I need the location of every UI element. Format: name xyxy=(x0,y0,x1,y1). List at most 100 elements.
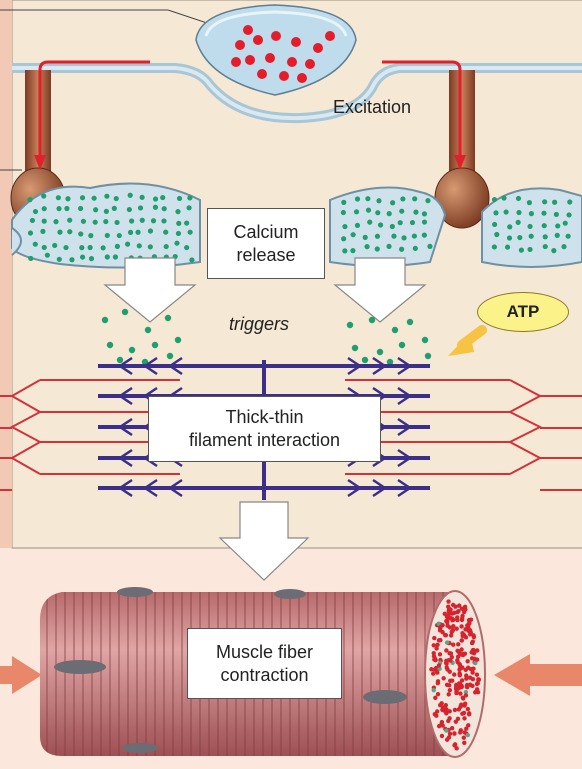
sr-calcium-dot xyxy=(91,195,97,201)
myofibril-dot xyxy=(447,625,453,630)
sr-calcium-dot xyxy=(567,199,573,205)
sr-calcium-dot xyxy=(421,219,428,225)
myofibril-dot xyxy=(437,652,443,657)
sr-calcium-dot xyxy=(139,194,145,200)
sr-calcium-dot xyxy=(527,223,533,230)
myofibril-dot xyxy=(471,634,477,640)
sr-calcium-dot xyxy=(552,199,558,205)
sr-calcium-dot xyxy=(340,209,346,216)
myofibril-dot xyxy=(461,735,467,740)
sr-calcium-dot xyxy=(32,208,39,215)
sr-calcium-dot xyxy=(176,220,182,226)
sr-calcium-dot xyxy=(400,196,406,202)
released-calcium-dot xyxy=(346,321,354,329)
myofibril-dot xyxy=(451,642,456,647)
sr-calcium-dot xyxy=(528,211,535,217)
sr-calcium-dot xyxy=(517,234,523,241)
myofibril-dot xyxy=(450,627,456,633)
released-calcium-dot xyxy=(106,341,114,349)
sr-calcium-dot xyxy=(555,223,561,229)
sr-calcium-dot xyxy=(516,209,522,216)
myosin-head xyxy=(372,356,386,376)
myofibril-dot xyxy=(464,726,469,731)
sarcolemma-inner xyxy=(12,66,582,121)
myofibril-dot xyxy=(444,618,449,624)
filament-line2: filament interaction xyxy=(188,430,341,450)
sr-calcium-dot xyxy=(139,217,145,223)
myosin-head xyxy=(397,386,411,406)
sr-calcium-dot xyxy=(53,219,59,225)
myofibril-dot xyxy=(441,676,446,681)
sr-calcium-dot xyxy=(176,195,183,202)
myofibril-dot xyxy=(444,728,449,733)
sr-calcium-dot xyxy=(160,194,166,201)
sr-calcium-dot xyxy=(92,219,98,225)
excitation-label: Excitation xyxy=(333,97,412,117)
myofibril-dot xyxy=(462,740,467,746)
released-calcium-dot xyxy=(174,336,182,344)
synaptic-terminal xyxy=(195,4,357,96)
acetylcholine-dots xyxy=(231,25,335,83)
myofibril-dot xyxy=(455,654,461,659)
sr-calcium-dot xyxy=(127,229,134,235)
myofibril-dot xyxy=(447,709,452,714)
myofibril-dot xyxy=(431,671,436,676)
myofibril-dot xyxy=(463,627,468,632)
sr-calcium-dot xyxy=(93,207,99,213)
myofibril-dot xyxy=(437,666,442,671)
myofibril-dot xyxy=(457,603,462,608)
released-calcium-dot xyxy=(361,356,369,364)
sr-calcium-dot xyxy=(56,206,62,212)
sr-calcium-dot xyxy=(104,232,110,239)
sr-calcium-dot xyxy=(350,232,356,238)
released-calcium-dot xyxy=(421,336,429,344)
sr-calcium-dot xyxy=(367,219,373,225)
release-arrow-left xyxy=(103,257,197,323)
vesicle-dot xyxy=(287,57,297,67)
sr-calcium-dot xyxy=(55,195,61,201)
myofibril-dot xyxy=(431,650,436,656)
vesicle-dot xyxy=(231,57,241,67)
sr-calcium-dot xyxy=(542,243,548,250)
myofibril-dot xyxy=(460,665,465,670)
myofibril-dot xyxy=(463,689,469,695)
sr-calcium-dot xyxy=(389,223,395,230)
sr-calcium-dot xyxy=(412,196,418,202)
myofibril-dot xyxy=(448,633,454,638)
vesicle-dot xyxy=(279,71,289,81)
sr-calcium-dot xyxy=(342,223,348,230)
sr-calcium-dot xyxy=(111,205,117,211)
sr-calcium-dot xyxy=(362,234,368,240)
sr-calcium-dot xyxy=(527,246,533,253)
myofibril-dot xyxy=(443,660,449,666)
myofibril-dot xyxy=(470,647,476,653)
sr-calcium-dot xyxy=(354,196,361,202)
sr-calcium-dot xyxy=(163,229,169,235)
myofibril-dot xyxy=(454,626,459,631)
myofibril-dot xyxy=(446,604,451,609)
myofibril-dot xyxy=(447,687,453,693)
sr-calcium-dot xyxy=(57,229,63,235)
myofibril-dot xyxy=(473,660,478,666)
myofibril-dot xyxy=(455,659,460,665)
myofibril-dot xyxy=(465,623,470,628)
released-calcium-dot xyxy=(351,344,359,352)
sr-calcium-dot xyxy=(425,198,431,204)
sr-calcium-dot xyxy=(65,196,71,202)
myofibril-dot xyxy=(466,723,471,728)
sr-calcium-dot xyxy=(561,244,567,250)
sr-calcium-dot xyxy=(126,206,132,213)
sr-calcium-dot xyxy=(104,254,110,260)
sr-calcium-dot xyxy=(541,223,547,229)
sr-calcium-dot xyxy=(184,220,190,226)
sr-calcium-dot xyxy=(28,255,34,262)
sr-calcium-dot xyxy=(353,209,360,215)
myofibril-dot xyxy=(468,630,473,635)
sr-calcium-dot xyxy=(409,219,416,226)
sr-calcium-dot xyxy=(175,209,181,215)
muscle-contraction-box: Muscle fiber contraction xyxy=(187,628,342,699)
sr-calcium-dot xyxy=(152,196,159,202)
released-calcium-dot xyxy=(121,308,129,316)
sr-calcium-dot xyxy=(507,224,513,230)
calcium-release-box: Calcium release xyxy=(207,208,325,279)
